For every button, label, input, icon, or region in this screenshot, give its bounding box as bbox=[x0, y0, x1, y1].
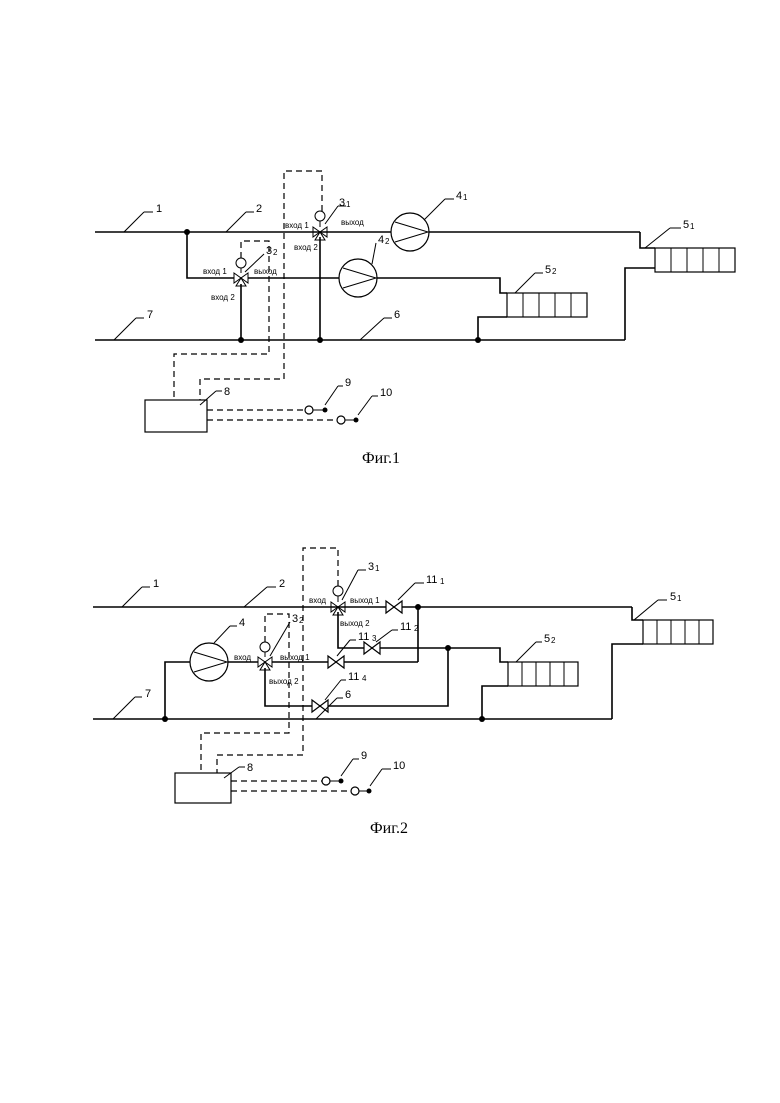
valve-3-2-outlet-1-label: выход 1 bbox=[280, 653, 310, 662]
label-1: 1 bbox=[153, 578, 159, 590]
pump-4 bbox=[190, 643, 228, 681]
junction-3 bbox=[445, 645, 451, 651]
valve-3-1-inlet-1-label: вход 1 bbox=[285, 221, 309, 230]
valve-11-3 bbox=[328, 656, 344, 668]
label-3-1: 3 bbox=[339, 197, 345, 209]
valve-11-1 bbox=[386, 601, 402, 613]
junction-3 bbox=[238, 337, 244, 343]
junction-4 bbox=[317, 337, 323, 343]
label-11-1-sub: 1 bbox=[440, 577, 445, 586]
valve-3-2 bbox=[234, 258, 248, 286]
radiator-5-1 bbox=[643, 620, 713, 644]
label-4-2-sub: 2 bbox=[385, 237, 390, 246]
valve-11-4 bbox=[312, 700, 328, 712]
label-11-4: 11 bbox=[348, 671, 359, 683]
pump-4-loop bbox=[165, 662, 190, 719]
return-from-radiator-5-2 bbox=[482, 686, 508, 719]
sensor-10 bbox=[351, 787, 372, 795]
controller-8 bbox=[145, 400, 207, 432]
valve-3-2-inlet-label: вход bbox=[234, 653, 251, 662]
label-4: 4 bbox=[239, 617, 245, 629]
line-to-radiator-5-2 bbox=[248, 278, 507, 293]
label-10: 10 bbox=[393, 760, 405, 772]
label-4-2: 4 bbox=[378, 234, 384, 246]
valve-3-1-outlet-label: выход bbox=[341, 218, 364, 227]
label-11-3: 11 bbox=[358, 631, 369, 643]
label-6: 6 bbox=[394, 309, 400, 321]
junction-4 bbox=[479, 716, 485, 722]
label-5-1: 5 bbox=[683, 219, 689, 231]
valve-3-1 bbox=[313, 211, 327, 240]
label-11-3-sub: 3 bbox=[372, 634, 377, 643]
control-line-valve-3-2 bbox=[174, 241, 269, 400]
valve-3-1-outlet-2-label: выход 2 bbox=[340, 619, 370, 628]
label-5-2-sub: 2 bbox=[552, 267, 557, 276]
label-3-1-sub: 1 bbox=[346, 200, 351, 209]
radiator-5-2 bbox=[507, 293, 587, 317]
label-3-2-sub: 2 bbox=[299, 616, 304, 625]
label-2: 2 bbox=[256, 203, 262, 215]
label-4-1: 4 bbox=[456, 190, 462, 202]
label-6: 6 bbox=[345, 689, 351, 701]
label-5-1: 5 bbox=[670, 591, 676, 603]
label-5-1-sub: 1 bbox=[690, 222, 695, 231]
valve-3-2-inlet-1-label: вход 1 bbox=[203, 267, 227, 276]
label-11-2: 11 bbox=[400, 621, 411, 633]
radiator-5-1 bbox=[655, 248, 735, 272]
label-3-1: 3 bbox=[368, 561, 374, 573]
junction-2 bbox=[415, 604, 421, 610]
label-11-1: 11 bbox=[426, 574, 437, 586]
junction-2 bbox=[475, 337, 481, 343]
label-3-2: 3 bbox=[266, 245, 272, 257]
label-8: 8 bbox=[247, 762, 253, 774]
junction-1 bbox=[184, 229, 190, 235]
valve-3-2-inlet-2-label: вход 2 bbox=[211, 293, 235, 302]
label-2: 2 bbox=[279, 578, 285, 590]
figure-1-caption: Фиг.1 bbox=[362, 450, 400, 467]
line-from-radiator-5-1 bbox=[612, 644, 643, 719]
valve-11-2 bbox=[364, 642, 380, 654]
pump-4-1 bbox=[391, 213, 429, 251]
valve-3-2-outlet-2-label: выход 2 bbox=[269, 677, 299, 686]
label-11-4-sub: 4 bbox=[362, 674, 367, 683]
junction-1 bbox=[162, 716, 168, 722]
leader-lines-fig2 bbox=[113, 570, 667, 786]
pump-4-2 bbox=[339, 259, 377, 297]
figure-2: 1 2 3 1 11 1 11 2 11 3 11 4 4 3 2 5 1 5 … bbox=[93, 548, 713, 837]
valve-3-1-inlet-label: вход bbox=[309, 596, 326, 605]
sensor-9 bbox=[322, 777, 344, 785]
valve-3-2 bbox=[258, 642, 272, 670]
label-5-2-sub: 2 bbox=[551, 636, 556, 645]
controller-8 bbox=[175, 773, 231, 803]
figure-2-caption: Фиг.2 bbox=[370, 820, 408, 837]
line-from-radiator-5-1 bbox=[625, 268, 655, 340]
label-3-2: 3 bbox=[292, 613, 298, 625]
label-9: 9 bbox=[361, 750, 367, 762]
valve-3-1-inlet-2-label: вход 2 bbox=[294, 243, 318, 252]
label-5-2: 5 bbox=[545, 264, 551, 276]
label-4-1-sub: 1 bbox=[463, 193, 468, 202]
sensor-9 bbox=[305, 406, 328, 414]
label-3-1-sub: 1 bbox=[375, 564, 380, 573]
radiator-5-2 bbox=[508, 662, 578, 686]
label-5-2: 5 bbox=[544, 633, 550, 645]
sensor-10 bbox=[337, 416, 359, 424]
return-from-radiator-5-2 bbox=[478, 317, 507, 340]
label-7: 7 bbox=[147, 309, 153, 321]
label-3-2-sub: 2 bbox=[273, 248, 278, 257]
label-9: 9 bbox=[345, 377, 351, 389]
valve-3-2-outlet-label: выход bbox=[254, 267, 277, 276]
label-10: 10 bbox=[380, 387, 392, 399]
label-5-1-sub: 1 bbox=[677, 594, 682, 603]
figure-1: 1 2 3 1 4 1 4 2 3 2 5 1 5 2 7 6 8 9 10 в… bbox=[95, 171, 735, 467]
label-7: 7 bbox=[145, 688, 151, 700]
label-1: 1 bbox=[156, 203, 162, 215]
label-11-2-sub: 2 bbox=[414, 624, 419, 633]
valve-3-1 bbox=[331, 586, 345, 615]
label-8: 8 bbox=[224, 386, 230, 398]
valve-3-1-outlet-1-label: выход 1 bbox=[350, 596, 380, 605]
control-line-valve-3-2 bbox=[201, 614, 289, 773]
